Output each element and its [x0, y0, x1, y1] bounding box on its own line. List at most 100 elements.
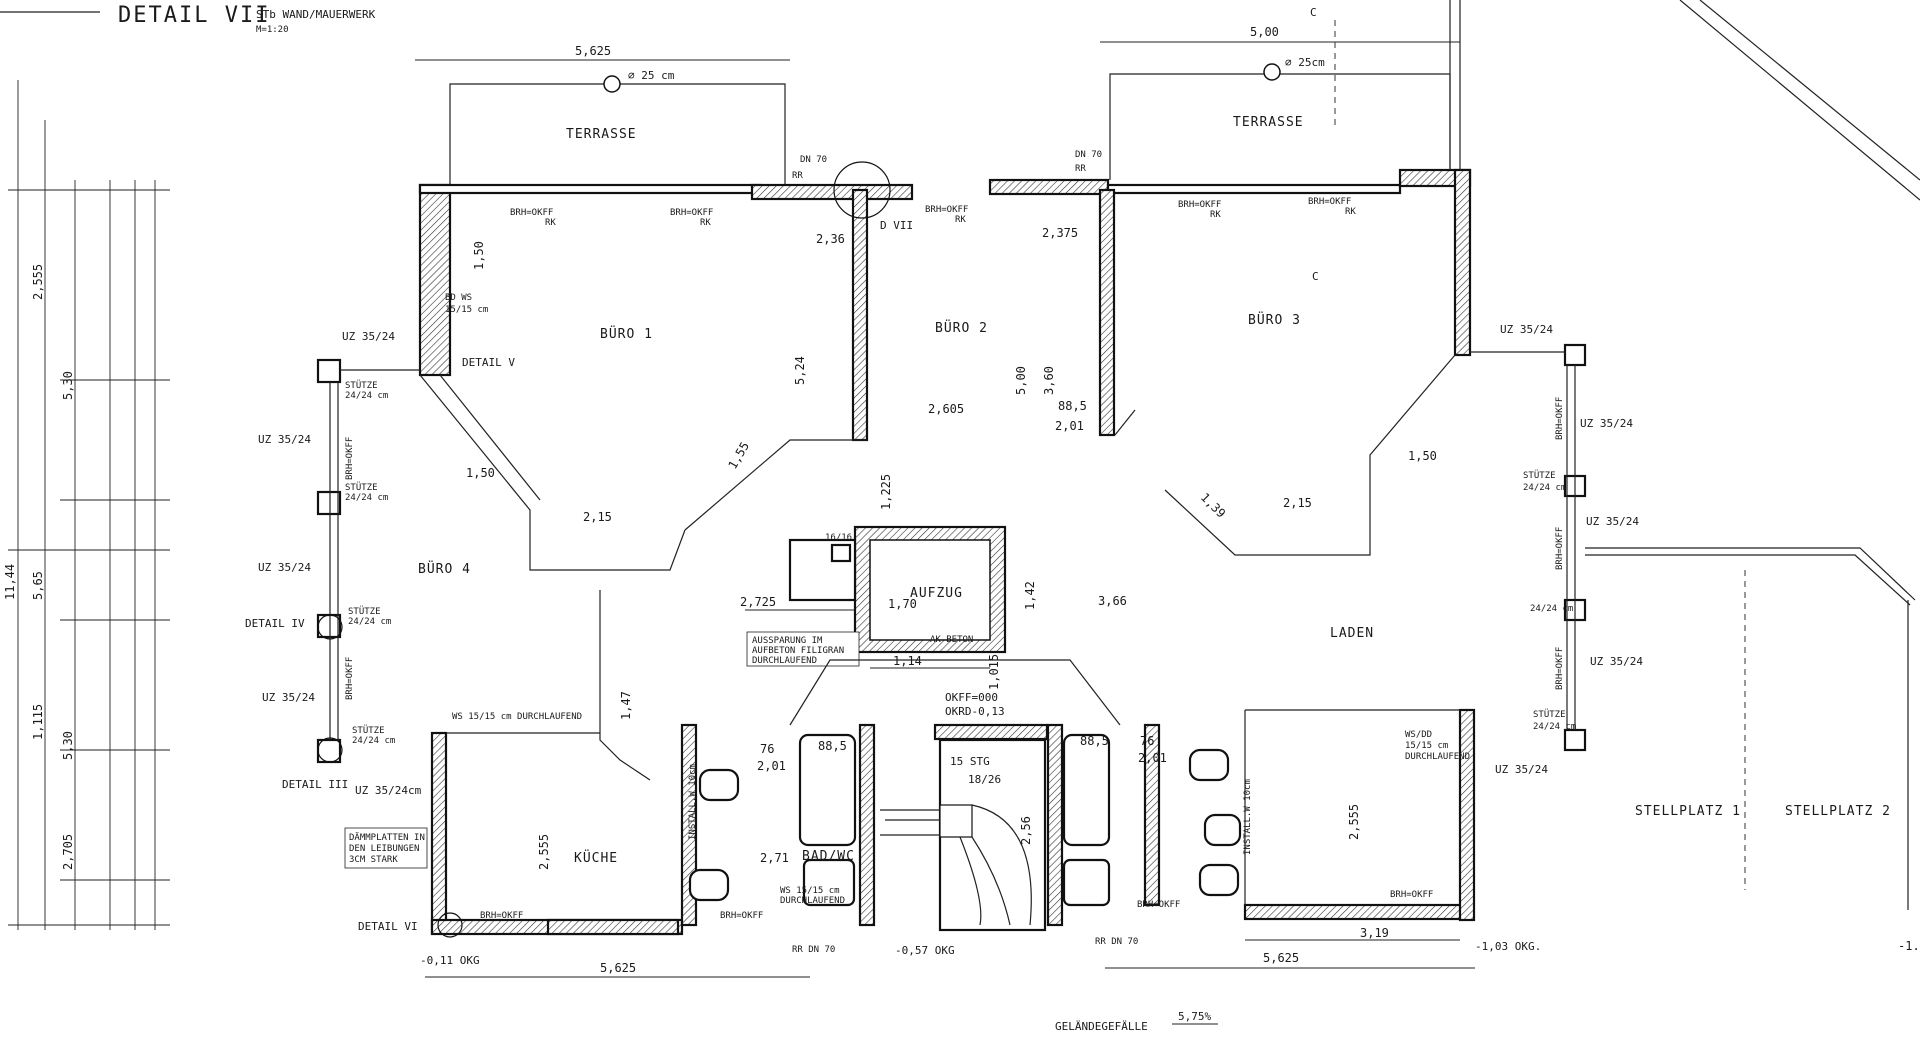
dim-170: 1,70: [888, 597, 917, 611]
dim-bottom-left: 5,625: [600, 961, 636, 975]
uz-2: UZ 35/24: [258, 433, 311, 446]
terrace-right: ⌀ 25cm TERRASSE 5,00 C C: [1100, 6, 1460, 283]
label-ws-right-2: 15/15 cm: [1405, 741, 1448, 751]
stuetze-4-size: 24/24 cm: [352, 736, 395, 746]
label-ws-right-3: DURCHLAUFEND: [1405, 752, 1470, 762]
label-gelaende-value: 5,75%: [1178, 1010, 1211, 1023]
room-stellplatz2: STELLPLATZ 2: [1785, 804, 1891, 819]
dim-319: 3,19: [1360, 926, 1389, 940]
label-aussparung-2: AUFBETON FILIGRAN: [752, 646, 844, 656]
dim-524: 5,24: [793, 356, 807, 385]
stuetze-1: STÜTZE: [345, 380, 378, 391]
uz-5: UZ 35/24cm: [355, 784, 422, 797]
uz-10: UZ 35/24: [1495, 763, 1548, 776]
brh-right-2: BRH=OKFF: [1555, 527, 1565, 570]
label-ws-bad: WS 15/15 cm: [780, 886, 840, 896]
dim-150-right: 1,50: [1408, 449, 1437, 463]
title-subtitle: STb WAND/MAUERWERK: [256, 8, 376, 21]
dim-155: 1,55: [725, 439, 752, 471]
stuetze-2-size: 24/24 cm: [345, 493, 388, 503]
label-aussparung-3: DURCHLAUFEND: [752, 656, 817, 666]
dim-1015: 1,015: [987, 654, 1001, 690]
room-stellplatz1: STELLPLATZ 1: [1635, 804, 1741, 819]
label-ws-right-1: WS/DD: [1405, 730, 1432, 740]
dim-2555: 2,555: [537, 834, 551, 870]
bathroom-left: BAD/WC WS 15/15 cm DURCHLAUFEND 76 2,01 …: [680, 723, 876, 927]
stuetze-1-size: 24/24 cm: [345, 391, 388, 401]
section-c-bottom: C: [1312, 270, 1319, 283]
rr-right: RR: [1075, 164, 1086, 174]
left-dimension-chains: 11,44 2,555 5,65 1,115 5,30 5,30 2,705: [3, 80, 170, 930]
uz-8: UZ 35/24: [1586, 515, 1639, 528]
dim-150-top: 1,50: [472, 241, 486, 270]
stuetze-4: STÜTZE: [352, 725, 385, 736]
rr-dn70-right: RR DN 70: [1095, 937, 1138, 947]
dim-366: 3,66: [1098, 594, 1127, 608]
kote-1: -0,11 OKG: [420, 954, 480, 967]
dim-139: 1,39: [1198, 490, 1228, 520]
label-stg: 15 STG: [950, 755, 990, 768]
terrace-left-diameter: ⌀ 25 cm: [628, 69, 675, 82]
brh-4: BRH=OKFF: [1178, 200, 1221, 210]
dim-left-2705: 2,705: [61, 834, 75, 870]
dim-2725: 2,725: [740, 595, 776, 609]
stuetze-5: STÜTZE: [1523, 470, 1556, 481]
dim-201: 2,01: [1055, 419, 1084, 433]
stuetze-5-size: 24/24 cm: [1523, 483, 1566, 493]
brh-7: BRH=OKFF: [720, 911, 763, 921]
room-kueche: KÜCHE: [574, 849, 618, 866]
label-ws-left: WS 15/15 cm DURCHLAUFEND: [452, 712, 582, 722]
label-bdws-2: 15/15 cm: [445, 305, 488, 315]
label-1616: 16/16: [825, 533, 852, 543]
brh-2: BRH=OKFF: [670, 208, 713, 218]
room-buero4: BÜRO 4: [418, 560, 471, 577]
dim-2555-right: 2,555: [1347, 804, 1361, 840]
brh-3: BRH=OKFF: [925, 205, 968, 215]
rr-left: RR: [792, 171, 803, 181]
kote-3: -1,03 OKG.: [1475, 940, 1541, 953]
brh-left-1: BRH=OKFF: [345, 437, 355, 480]
label-daemm-2: DEN LEIBUNGEN: [349, 844, 419, 854]
dim-bottom-right: 5,625: [1263, 951, 1299, 965]
dim-360: 3,60: [1042, 366, 1056, 395]
room-buero2: BÜRO 2: [935, 319, 988, 336]
dim-885: 88,5: [1058, 399, 1087, 413]
stuetze-6: 24/24 cm: [1530, 604, 1573, 614]
label-gelaende: GELÄNDEGEFÄLLE: [1055, 1020, 1148, 1033]
room-aufzug: AUFZUG: [910, 586, 963, 601]
title-block: DETAIL VII STb WAND/MAUERWERK M=1:20: [0, 3, 376, 35]
dim-215b: 2,15: [583, 510, 612, 524]
label-install-right: INSTALL.W 10cm: [1243, 779, 1253, 855]
uz-1: UZ 35/24: [342, 330, 395, 343]
detail-v: DETAIL V: [462, 356, 515, 369]
building-walls: [316, 168, 1587, 936]
label-ak-beton: AK BETON: [930, 635, 973, 645]
stuetze-2: STÜTZE: [345, 482, 378, 493]
label-okrd: OKRD-0,13: [945, 705, 1005, 718]
dim-left-total: 11,44: [3, 564, 17, 600]
room-terrasse-left: TERRASSE: [566, 127, 637, 142]
uz-4: UZ 35/24: [262, 691, 315, 704]
dim-256: 2,56: [1019, 816, 1033, 845]
room-laden: LADEN: [1330, 626, 1374, 641]
detail-iv: DETAIL IV: [245, 617, 305, 630]
terrace-right-diameter: ⌀ 25cm: [1285, 56, 1325, 69]
dim-left-1115: 1,115: [31, 704, 45, 740]
elevator-core: AUFZUG 16/16 2,725 1,70 AUSSPARUNG IM AU…: [740, 525, 1007, 669]
brh-6: BRH=OKFF: [480, 911, 523, 921]
label-stg2: 18/26: [968, 773, 1001, 786]
dim-left-565: 5,65: [31, 571, 45, 600]
dim-885-bath: 88,5: [818, 739, 847, 753]
brh-left-2: BRH=OKFF: [345, 657, 355, 700]
dim-2375: 2,375: [1042, 226, 1078, 240]
site-boundary: [1449, 0, 1920, 201]
parking-area: -1.: [1585, 547, 1920, 953]
dim-top-right: 5,00: [1250, 25, 1279, 39]
uz-7: UZ 35/24: [1580, 417, 1633, 430]
dim-76-right: 76: [1140, 734, 1154, 748]
dim-1225: 1,225: [879, 474, 893, 510]
rr-dn70-left: RR DN 70: [792, 945, 835, 955]
dn70-right: DN 70: [1075, 150, 1102, 160]
label-daemm-1: DÄMMPLATTEN IN: [349, 832, 425, 843]
uz-6: UZ 35/24: [1500, 323, 1553, 336]
